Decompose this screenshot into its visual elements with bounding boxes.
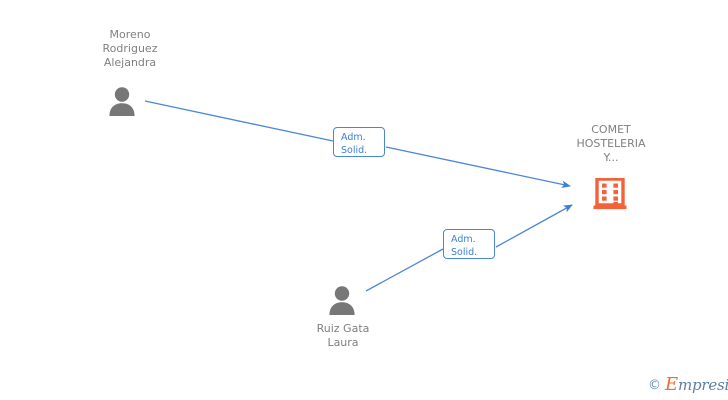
person-icon-glyph [109, 87, 135, 116]
empresia-watermark: © Empresia [648, 374, 728, 395]
building-icon-glyph [593, 177, 627, 210]
edge-label-adm-solid[interactable]: Adm. Solid. [333, 127, 385, 157]
edge-label-adm-solid[interactable]: Adm. Solid. [443, 229, 495, 259]
person-icon[interactable] [105, 86, 139, 120]
edge-moreno-to-comet-segment-right [385, 146, 571, 189]
brand-wordmark: Empresia [665, 374, 728, 395]
brand-initial: E [665, 374, 678, 395]
edge-ruiz-to-comet-segment-right [495, 204, 573, 248]
edge-moreno-to-comet-segment-left [144, 100, 334, 142]
node-label-person-ruiz: Ruiz Gata Laura [316, 322, 370, 349]
person-icon-glyph [329, 286, 355, 315]
edge-ruiz-to-comet-segment-left [365, 248, 444, 292]
brand-rest: mpresia [677, 376, 728, 394]
node-label-person-moreno: Moreno Rodriguez Alejandra [102, 28, 158, 69]
person-icon[interactable] [325, 285, 359, 319]
building-icon[interactable] [592, 177, 630, 214]
node-label-company-comet: COMET HOSTELERIA Y... [576, 123, 646, 164]
copyright-icon: © [648, 377, 661, 393]
